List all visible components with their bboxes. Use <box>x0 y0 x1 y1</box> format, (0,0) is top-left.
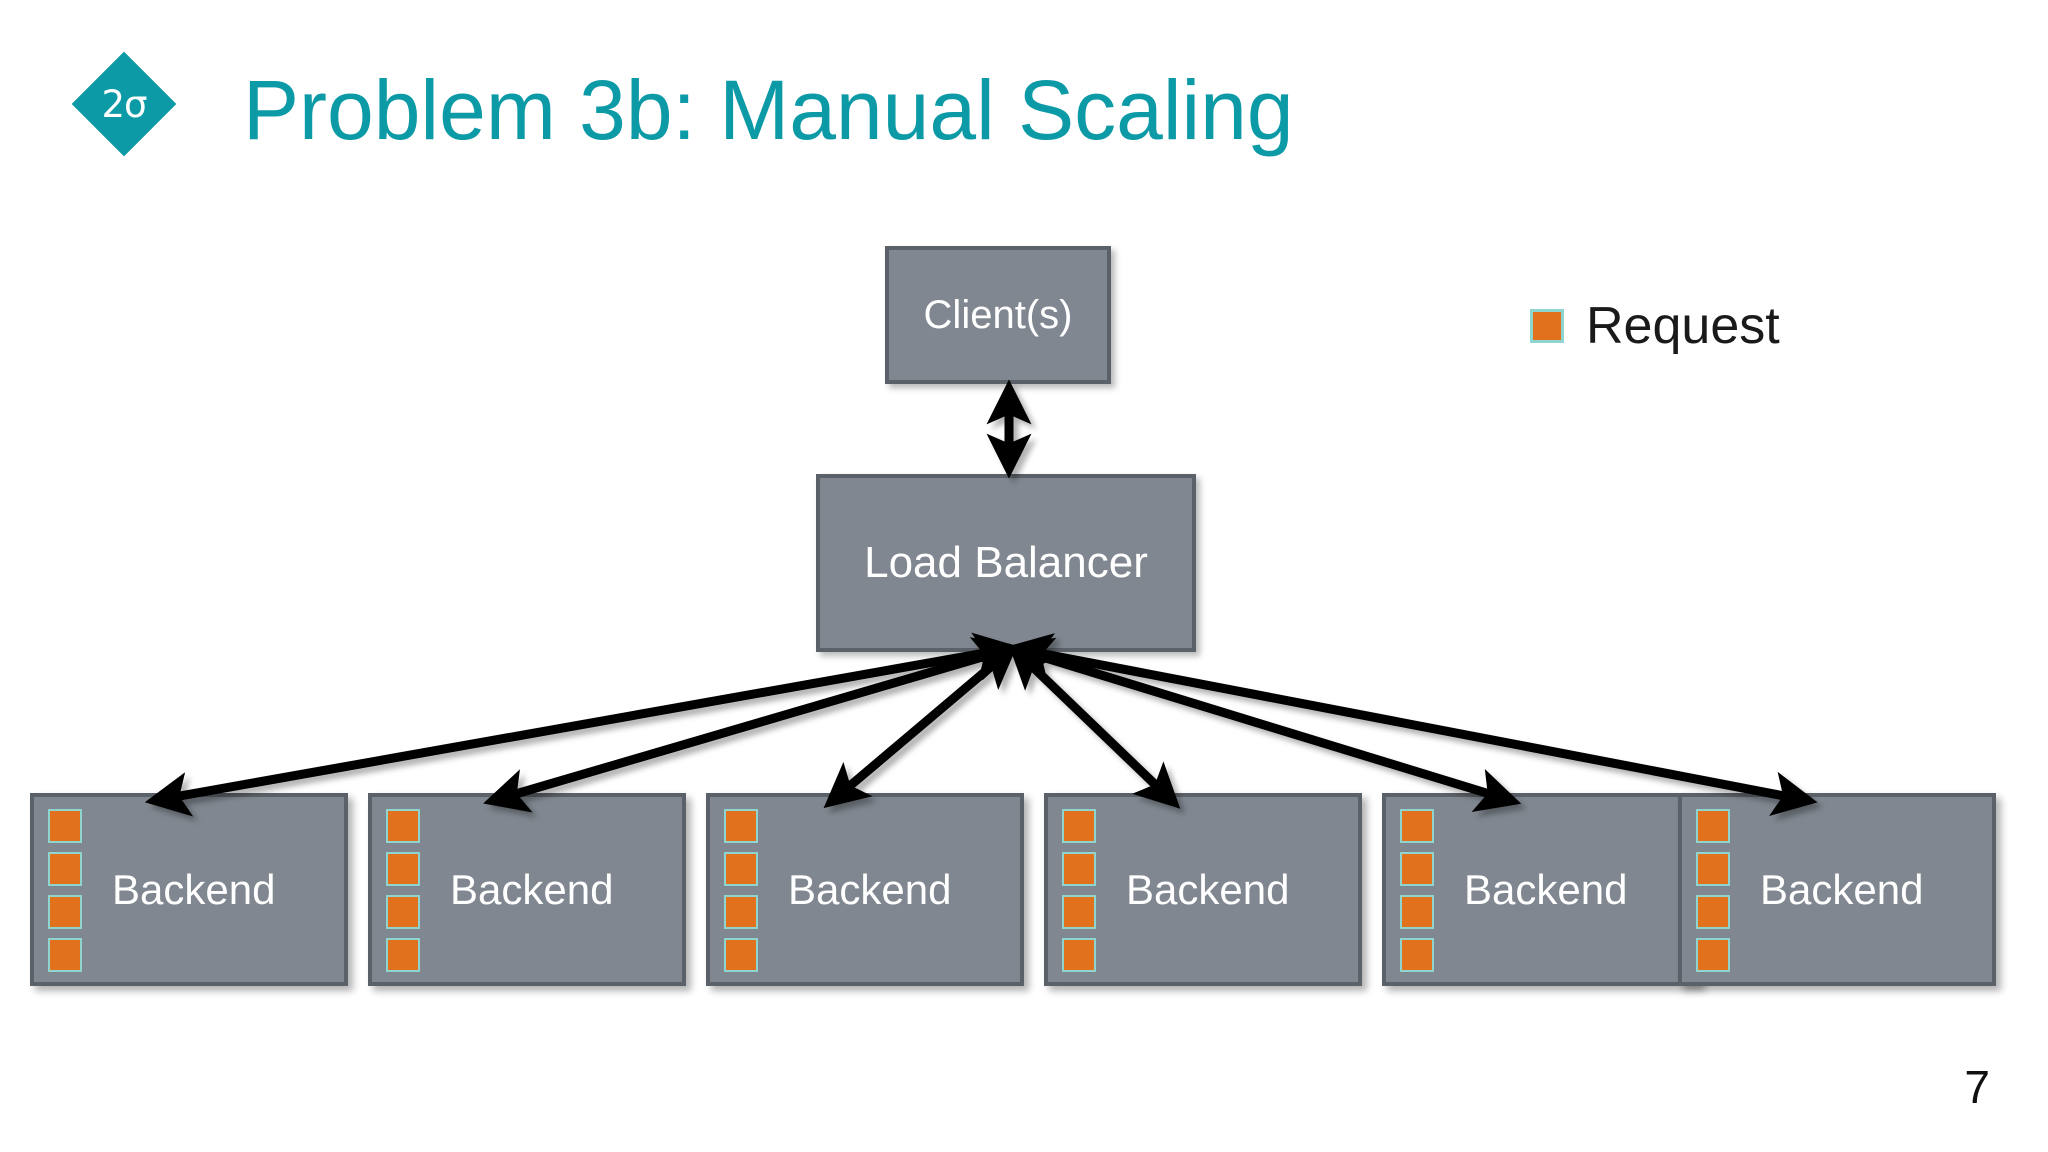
node-backend-label: Backend <box>450 865 614 913</box>
connector-arrow <box>1006 637 1522 813</box>
request-stack <box>1696 809 1730 972</box>
request-square <box>48 852 82 886</box>
request-stack <box>724 809 758 972</box>
request-square <box>1696 895 1730 929</box>
request-square <box>386 852 420 886</box>
request-square <box>1400 809 1434 843</box>
request-square <box>48 895 82 929</box>
request-square <box>724 895 758 929</box>
request-square <box>386 938 420 972</box>
node-backend-label: Backend <box>112 865 276 913</box>
node-load-balancer-label: Load Balancer <box>864 538 1148 587</box>
logo-label: 2σ <box>101 82 148 126</box>
request-square <box>48 809 82 843</box>
request-square <box>1696 809 1730 843</box>
node-backend-1[interactable]: Backend <box>30 793 348 986</box>
node-client-label: Client(s) <box>923 292 1073 337</box>
node-backend-label: Backend <box>1126 865 1290 913</box>
request-square <box>1696 938 1730 972</box>
request-stack <box>48 809 82 972</box>
request-square <box>1400 895 1434 929</box>
two-sigma-logo: 2σ <box>71 51 177 157</box>
connector-arrow <box>1008 643 1181 809</box>
connector-arrow <box>1006 633 1818 816</box>
node-backend-label: Backend <box>1760 865 1924 913</box>
request-square <box>724 938 758 972</box>
request-square <box>1062 938 1096 972</box>
page-title: Problem 3b: Manual Scaling <box>243 63 1294 157</box>
node-load-balancer[interactable]: Load Balancer <box>816 474 1196 652</box>
node-backend-4[interactable]: Backend <box>1044 793 1362 986</box>
legend-swatch-request <box>1530 309 1564 343</box>
request-square <box>386 809 420 843</box>
node-backend-2[interactable]: Backend <box>368 793 686 986</box>
connector-arrow <box>823 643 1019 809</box>
request-square <box>724 809 758 843</box>
request-square <box>1400 852 1434 886</box>
request-square <box>48 938 82 972</box>
request-stack <box>386 809 420 972</box>
node-backend-6[interactable]: Backend <box>1678 793 1996 986</box>
node-backend-3[interactable]: Backend <box>706 793 1024 986</box>
page-number: 7 <box>1964 1061 1990 1113</box>
request-stack <box>1400 809 1434 972</box>
node-backend-label: Backend <box>788 865 952 913</box>
request-square <box>724 852 758 886</box>
request-square <box>1696 852 1730 886</box>
node-backend-label: Backend <box>1464 865 1628 913</box>
request-square <box>1062 852 1096 886</box>
request-square <box>1062 895 1096 929</box>
connector-arrow <box>144 632 1020 817</box>
legend-label-request: Request <box>1586 297 1780 355</box>
connector-arrow <box>483 637 1020 813</box>
request-square <box>386 895 420 929</box>
request-square <box>1400 938 1434 972</box>
request-square <box>1062 809 1096 843</box>
node-backend-5[interactable]: Backend <box>1382 793 1700 986</box>
node-client[interactable]: Client(s) <box>885 246 1111 384</box>
request-stack <box>1062 809 1096 972</box>
legend: Request <box>1530 296 1780 356</box>
